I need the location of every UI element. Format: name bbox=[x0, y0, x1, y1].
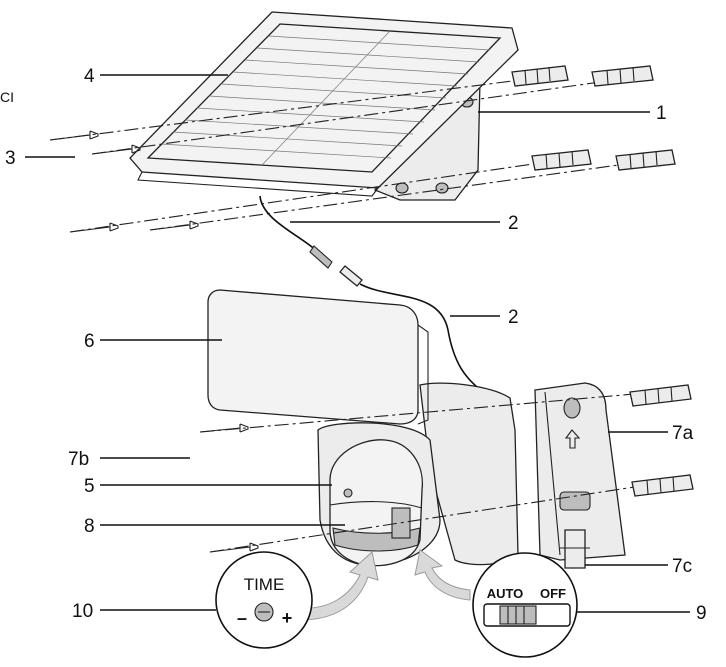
time-plus: + bbox=[282, 608, 293, 628]
label-4: 4 bbox=[84, 66, 95, 87]
lamp-housing bbox=[419, 382, 519, 566]
panel-cells bbox=[146, 23, 502, 173]
wall-anchor bbox=[511, 65, 569, 87]
arrow-to-time-dial bbox=[299, 551, 379, 621]
wall-anchor bbox=[591, 65, 654, 87]
arrow-up-icon bbox=[564, 429, 581, 449]
callouts: 4 1 3 2 2 6 7a 7b 5 8 7c 10 9 bbox=[5, 66, 707, 624]
wall-anchor bbox=[631, 474, 694, 497]
bracket-plate bbox=[534, 382, 626, 561]
label-2-top: 2 bbox=[508, 213, 519, 234]
off-label: OFF bbox=[540, 586, 566, 601]
mode-switch-detail: AUTO OFF bbox=[472, 552, 578, 658]
corner-text: CI bbox=[0, 89, 14, 105]
label-10: 10 bbox=[72, 601, 93, 622]
label-7a: 7a bbox=[672, 423, 694, 444]
label-3: 3 bbox=[5, 148, 16, 169]
bracket-screws bbox=[199, 384, 694, 553]
label-6: 6 bbox=[84, 331, 95, 352]
bracket-hole bbox=[435, 182, 449, 194]
label-9: 9 bbox=[696, 603, 707, 624]
wall-anchor bbox=[615, 149, 676, 171]
label-2-bottom: 2 bbox=[508, 307, 519, 328]
panel-screws bbox=[49, 65, 676, 233]
time-dial-detail: TIME – + bbox=[215, 551, 313, 649]
lamp-unit bbox=[207, 289, 519, 567]
label-7c: 7c bbox=[672, 556, 692, 577]
bracket-slot bbox=[559, 491, 591, 511]
switch-slider bbox=[499, 605, 537, 625]
wall-anchor bbox=[531, 149, 592, 171]
wall-anchor bbox=[629, 384, 692, 407]
panel-edge bbox=[137, 171, 379, 197]
bracket-hole bbox=[395, 182, 409, 194]
label-5: 5 bbox=[84, 476, 95, 497]
time-minus: – bbox=[237, 608, 247, 628]
solar-panel bbox=[129, 11, 519, 201]
wall-bracket bbox=[534, 382, 626, 569]
time-label: TIME bbox=[244, 575, 285, 594]
label-8: 8 bbox=[84, 516, 95, 537]
sensor-dot bbox=[343, 488, 353, 498]
arrow-to-mode-switch bbox=[414, 549, 471, 601]
cable bbox=[259, 195, 481, 391]
label-1: 1 bbox=[656, 103, 667, 124]
light-panel bbox=[207, 289, 419, 425]
bracket-latch bbox=[564, 529, 586, 569]
bracket-hole-top bbox=[563, 397, 581, 419]
auto-label: AUTO bbox=[487, 586, 524, 601]
time-dial-circle bbox=[215, 551, 313, 649]
label-7b: 7b bbox=[68, 449, 89, 470]
